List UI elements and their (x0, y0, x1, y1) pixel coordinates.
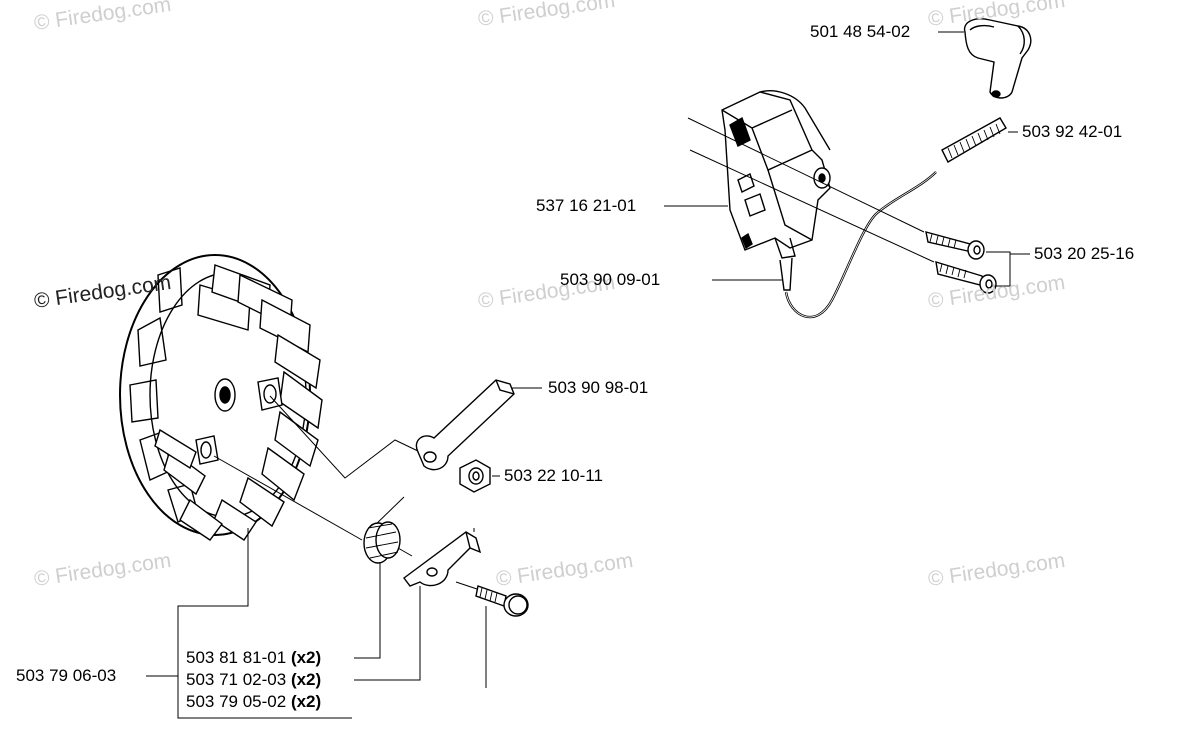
pawl-spring (363, 521, 413, 564)
part-label-nut: 503 22 10-11 (504, 466, 603, 485)
leader-lines (146, 31, 1030, 719)
part-label-module: 537 16 21-01 (536, 196, 637, 215)
part-label-screws: 503 20 25-16 (1034, 244, 1135, 263)
spark-plug-boot (963, 18, 1032, 99)
part-label-spring2: 503 81 81-01 (x2) (186, 648, 321, 668)
pawl (403, 531, 482, 587)
module-screws (925, 231, 997, 294)
quantity: (x2) (290, 692, 322, 711)
quantity: (x2) (290, 670, 322, 689)
contact-spring (941, 117, 1007, 163)
part-label-boot: 501 48 54-02 (810, 22, 911, 41)
part-label-pin: 503 79 05-02 (x2) (186, 692, 321, 712)
part-number: 503 81 81-01 (186, 648, 287, 667)
part-number: 503 71 02-03 (186, 670, 287, 689)
part-label-flywheel: 503 79 06-03 (16, 666, 117, 685)
pawl-lever (415, 379, 515, 471)
nut (459, 459, 491, 493)
flywheel (119, 254, 323, 541)
part-number: 503 79 05-02 (186, 692, 287, 711)
part-label-pawl: 503 71 02-03 (x2) (186, 670, 321, 690)
ignition-module (721, 90, 937, 319)
part-label-wire: 503 90 09-01 (560, 270, 661, 289)
pawl-pin (455, 528, 529, 617)
part-label-spring: 503 92 42-01 (1022, 122, 1123, 141)
quantity: (x2) (290, 648, 322, 667)
part-label-pawl-lever: 503 90 98-01 (548, 378, 649, 397)
